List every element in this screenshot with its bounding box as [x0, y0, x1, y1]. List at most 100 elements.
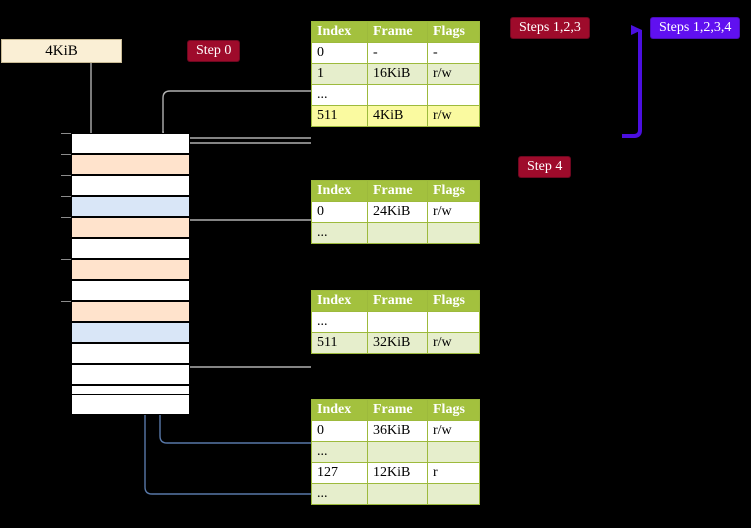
memory-cell[interactable]	[71, 133, 190, 154]
memory-tick	[61, 217, 71, 218]
table-header-row: Index Frame Flags	[311, 21, 480, 43]
column-header-frame: Frame	[367, 399, 428, 421]
cell-flags: r/w	[427, 201, 480, 223]
memory-cell[interactable]	[71, 364, 190, 385]
cell-index: 511	[311, 332, 368, 354]
table-row[interactable]: 0 36KiB r/w	[311, 420, 480, 442]
column-header-frame: Frame	[367, 180, 428, 202]
cell-flags	[427, 222, 480, 244]
wire-table2-to-memory	[175, 219, 311, 262]
cell-frame	[367, 441, 428, 463]
memory-cell[interactable]	[71, 175, 190, 196]
memory-tick	[61, 133, 71, 134]
label-steps-123-text: Steps 1,2,3	[519, 20, 581, 35]
memory-cell[interactable]	[71, 154, 190, 175]
memory-size-box: 4KiB	[1, 39, 122, 63]
column-header-flags: Flags	[427, 180, 480, 202]
cell-flags	[427, 311, 480, 333]
table-row[interactable]: 1 16KiB r/w	[311, 63, 480, 85]
memory-size-label: 4KiB	[45, 42, 78, 59]
cell-index: 127	[311, 462, 368, 484]
cell-flags	[427, 441, 480, 463]
page-table-level-2[interactable]: Index Frame Flags 0 24KiB r/w ...	[311, 180, 480, 244]
table-row[interactable]: ...	[311, 441, 480, 463]
cell-flags: r/w	[427, 105, 480, 127]
cell-frame: 36KiB	[367, 420, 428, 442]
memory-cell[interactable]	[71, 301, 190, 322]
table-row[interactable]: 511 4KiB r/w	[311, 105, 480, 127]
memory-tick	[61, 154, 71, 155]
table-header-row: Index Frame Flags	[311, 399, 480, 421]
table-header-row: Index Frame Flags	[311, 290, 480, 312]
column-header-flags: Flags	[427, 399, 480, 421]
page-table-level-4[interactable]: Index Frame Flags 0 36KiB r/w ... 127 12…	[311, 399, 480, 505]
cell-frame	[367, 483, 428, 505]
column-header-index: Index	[311, 21, 368, 43]
column-header-index: Index	[311, 290, 368, 312]
cell-index: ...	[311, 222, 368, 244]
memory-cell[interactable]	[71, 280, 190, 301]
cell-flags: -	[427, 42, 480, 64]
label-step-4: Step 4	[519, 157, 571, 177]
memory-cell[interactable]	[71, 394, 190, 415]
cell-frame: -	[367, 42, 428, 64]
table-row[interactable]: ...	[311, 84, 480, 106]
cell-frame: 4KiB	[367, 105, 428, 127]
memory-tick	[61, 301, 71, 302]
wire-table1-row1-to-memory	[175, 142, 311, 156]
table-row[interactable]: 0 24KiB r/w	[311, 201, 480, 223]
cell-frame	[367, 222, 428, 244]
memory-cell[interactable]	[71, 238, 190, 259]
column-header-index: Index	[311, 180, 368, 202]
cell-flags	[427, 84, 480, 106]
memory-tick	[61, 175, 71, 176]
cell-index: ...	[311, 483, 368, 505]
cell-frame: 32KiB	[367, 332, 428, 354]
memory-cell[interactable]	[71, 322, 190, 343]
cell-flags: r/w	[427, 63, 480, 85]
cell-frame	[367, 311, 428, 333]
cell-flags	[427, 483, 480, 505]
page-table-level-1[interactable]: Index Frame Flags 0 - - 1 16KiB r/w ...	[311, 21, 480, 127]
column-header-frame: Frame	[367, 290, 428, 312]
cell-index: 0	[311, 42, 368, 64]
cell-index: 1	[311, 63, 368, 85]
memory-tick	[61, 196, 71, 197]
column-header-flags: Flags	[427, 21, 480, 43]
label-step-0-text: Step 0	[196, 43, 232, 58]
memory-cell[interactable]	[71, 343, 190, 364]
cell-index: ...	[311, 311, 368, 333]
cell-flags: r/w	[427, 420, 480, 442]
wire-steps-loop-violet	[622, 25, 642, 138]
page-table-level-3[interactable]: Index Frame Flags ... 511 32KiB r/w	[311, 290, 480, 354]
label-step-0: Step 0	[188, 41, 240, 61]
cell-frame: 12KiB	[367, 462, 428, 484]
cell-flags: r/w	[427, 332, 480, 354]
cell-frame	[367, 84, 428, 106]
cell-index: 0	[311, 420, 368, 442]
wire-table3-to-memory	[169, 308, 311, 368]
label-step-4-text: Step 4	[527, 159, 563, 174]
cell-index: ...	[311, 84, 368, 106]
memory-tick	[61, 259, 71, 260]
column-header-frame: Frame	[367, 21, 428, 43]
cell-index: 0	[311, 201, 368, 223]
memory-cell[interactable]	[71, 196, 190, 217]
table-row[interactable]: 127 12KiB r	[311, 462, 480, 484]
table-row[interactable]: ...	[311, 483, 480, 505]
physical-memory-column	[71, 133, 190, 415]
table-row[interactable]: 0 - -	[311, 42, 480, 64]
table-row[interactable]: ...	[311, 222, 480, 244]
column-header-flags: Flags	[427, 290, 480, 312]
label-steps-1234-text: Steps 1,2,3,4	[659, 20, 732, 35]
cell-index: ...	[311, 441, 368, 463]
table-row[interactable]: 511 32KiB r/w	[311, 332, 480, 354]
cell-frame: 24KiB	[367, 201, 428, 223]
memory-cell[interactable]	[71, 259, 190, 280]
table-row[interactable]: ...	[311, 311, 480, 333]
cell-frame: 16KiB	[367, 63, 428, 85]
column-header-index: Index	[311, 399, 368, 421]
memory-cell[interactable]	[71, 217, 190, 238]
cell-flags: r	[427, 462, 480, 484]
